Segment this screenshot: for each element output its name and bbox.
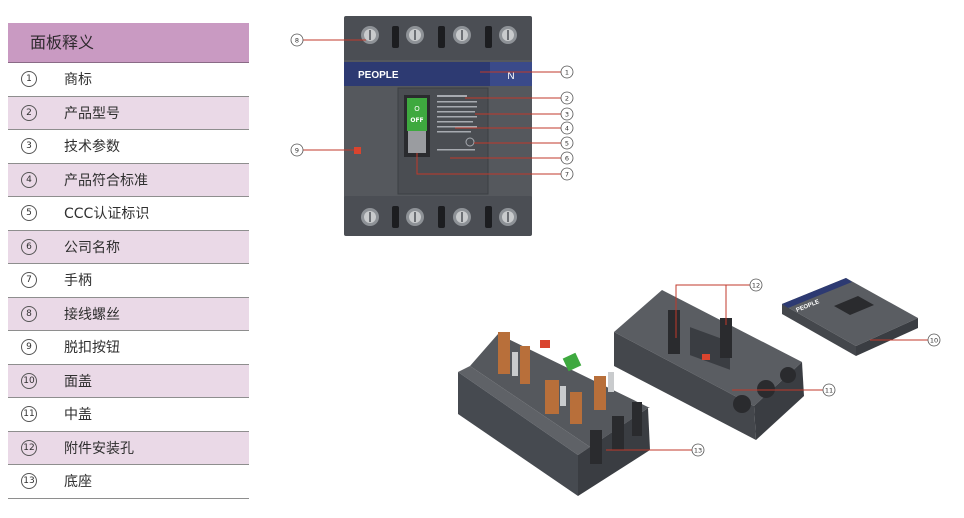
breaker-base xyxy=(458,332,650,496)
legend-label: 手柄 xyxy=(64,273,92,290)
callout-circle xyxy=(560,136,574,150)
legend-row: 6 公司名称 xyxy=(8,230,249,264)
legend-label: 中盖 xyxy=(64,407,92,424)
legend-row: 1 商标 xyxy=(8,63,249,97)
legend-label: 附件安装孔 xyxy=(64,440,134,457)
callout-circle xyxy=(290,143,304,157)
legend-number: 13 xyxy=(21,473,37,490)
legend-label: 商标 xyxy=(64,72,92,89)
handle-indicator xyxy=(407,98,427,131)
legend-number: 10 xyxy=(21,372,37,389)
legend-label: 脱扣按钮 xyxy=(64,340,120,357)
legend-label: 底座 xyxy=(64,474,92,491)
callout-circle xyxy=(560,65,574,79)
callout-number: 1 xyxy=(565,68,569,76)
callout-number: 4 xyxy=(565,124,569,132)
legend-number: 1 xyxy=(21,71,37,88)
legend-table: 面板释义 1 商标 2 产品型号 3 技术参数 4 产品符合标准 5 CCC认证标识 6 公司名称 7 手… xyxy=(8,23,249,499)
callout-circle xyxy=(560,91,574,105)
trip-button xyxy=(354,147,361,154)
brand-logo: PEOPLE xyxy=(358,70,399,81)
callout-circle xyxy=(560,121,574,135)
breaker-front: PEOPLE N O OFF xyxy=(344,16,532,236)
legend-number: 6 xyxy=(21,238,37,255)
callout-number: 10 xyxy=(930,336,938,344)
callout-number: 11 xyxy=(825,386,833,394)
callout-circle xyxy=(560,107,574,121)
face-cover: PEOPLE xyxy=(782,278,918,356)
callout-number: 8 xyxy=(295,36,299,44)
legend-row: 11 中盖 xyxy=(8,398,249,432)
neutral-label: N xyxy=(507,71,514,82)
legend-label: 接线螺丝 xyxy=(64,306,120,323)
callout-circle xyxy=(290,33,304,47)
callout-circle xyxy=(822,383,836,397)
legend-row: 9 脱扣按钮 xyxy=(8,331,249,365)
legend-row: 7 手柄 xyxy=(8,264,249,298)
handle xyxy=(408,131,426,153)
legend-row: 10 面盖 xyxy=(8,364,249,398)
legend-row: 12 附件安装孔 xyxy=(8,431,249,465)
legend-number: 9 xyxy=(21,339,37,356)
handle-off-label: OFF xyxy=(410,117,423,124)
legend-row: 5 CCC认证标识 xyxy=(8,197,249,231)
middle-cover xyxy=(614,290,804,440)
legend-number: 12 xyxy=(21,439,37,456)
bottom-terminal-screws xyxy=(361,208,517,226)
callout-number: 6 xyxy=(565,154,569,162)
callout-lines-exploded xyxy=(606,284,929,451)
legend-number: 3 xyxy=(21,138,37,155)
callout-number: 9 xyxy=(295,146,299,154)
legend-label: 产品符合标准 xyxy=(64,172,148,189)
callout-circle xyxy=(691,443,705,457)
callout-number: 12 xyxy=(752,281,760,289)
callout-number: 7 xyxy=(565,170,569,178)
callout-circle xyxy=(560,167,574,181)
callout-number: 5 xyxy=(565,139,569,147)
callout-circle xyxy=(749,278,763,292)
legend-row: 8 接线螺丝 xyxy=(8,297,249,331)
legend-label: CCC认证标识 xyxy=(64,206,150,223)
legend-label: 面盖 xyxy=(64,373,92,390)
legend-label: 产品型号 xyxy=(64,105,120,122)
legend-row: 4 产品符合标准 xyxy=(8,163,249,197)
callout-lines-front xyxy=(303,39,561,175)
ccc-mark xyxy=(465,137,475,147)
legend-row: 3 技术参数 xyxy=(8,130,249,164)
legend-row: 13 底座 xyxy=(8,465,249,499)
callout-circle xyxy=(560,151,574,165)
callout-number: 3 xyxy=(565,110,569,118)
legend-number: 2 xyxy=(21,104,37,121)
legend-number: 4 xyxy=(21,171,37,188)
legend-label: 公司名称 xyxy=(64,239,120,256)
callout-number: 2 xyxy=(565,94,569,102)
top-terminal-screws xyxy=(361,26,517,44)
handle-on-label: O xyxy=(414,105,420,113)
legend-number: 8 xyxy=(21,305,37,322)
legend-number: 5 xyxy=(21,205,37,222)
legend-number: 7 xyxy=(21,272,37,289)
callout-number: 13 xyxy=(694,446,702,454)
nameplate-text xyxy=(437,95,477,151)
callout-circle xyxy=(927,333,941,347)
legend-row: 2 产品型号 xyxy=(8,96,249,130)
legend-number: 11 xyxy=(21,406,37,423)
legend-label: 技术参数 xyxy=(64,139,120,156)
legend-title: 面板释义 xyxy=(8,23,249,63)
